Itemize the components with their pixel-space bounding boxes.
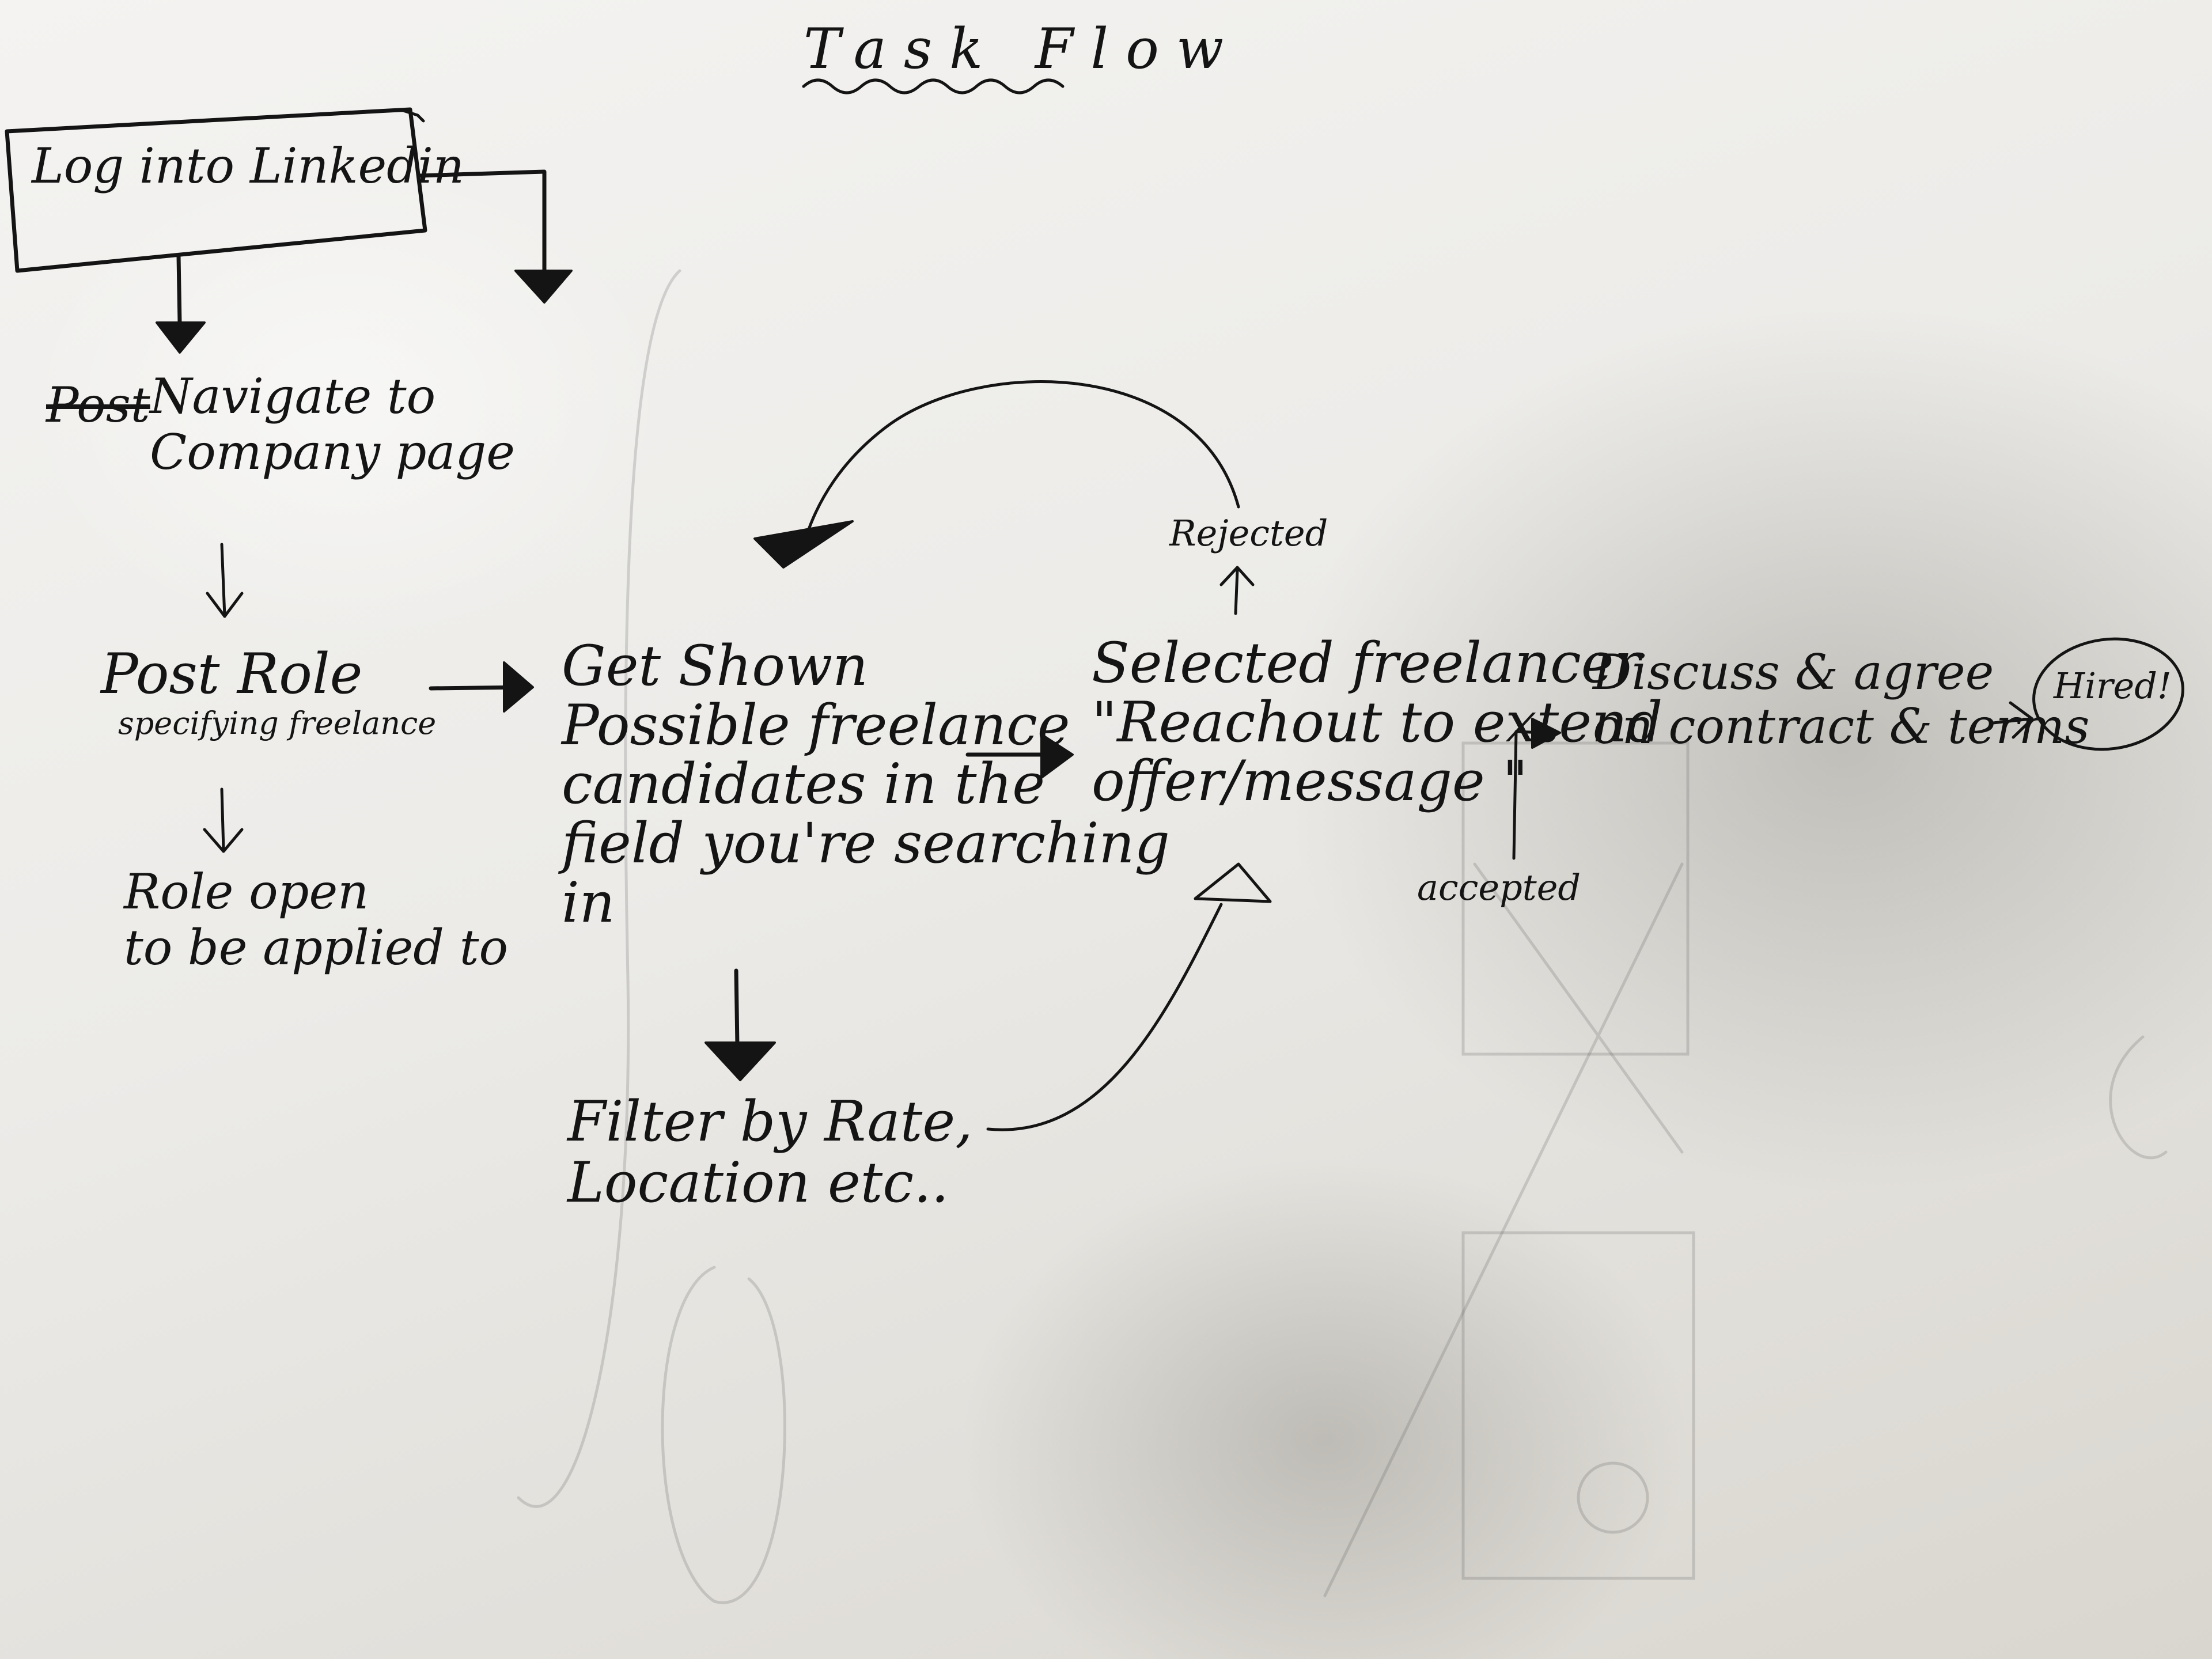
node-selected: Selected freelancer "Reachout to extend … [1092, 631, 1663, 814]
arrow-postrole-roleopen [220, 787, 225, 851]
edge-label-rejected: Rejected [1169, 512, 1328, 554]
arrow-login-navigate [176, 254, 182, 325]
arrow-getshown-filter [734, 968, 740, 1048]
arrow-navigate-postrole [220, 543, 226, 618]
diagram-title: Task Flow [804, 17, 1241, 81]
bleed-through-sketch [517, 269, 2168, 1604]
node-filter: Filter by Rate, Location etc.. [567, 1089, 973, 1215]
node-post-role-note: specifying freelance [118, 705, 437, 741]
title-underline [802, 78, 1065, 94]
arrow-selected-rejected [1234, 569, 1239, 615]
node-role-open: Role open to be applied to [124, 863, 509, 976]
hired-circle [2032, 637, 2184, 751]
arrow-login-branch [417, 169, 547, 273]
node-post-role: Post Role [101, 642, 363, 706]
node-login: Log into Linkedin [32, 138, 464, 194]
node-discuss: Discuss & agree on contract & terms [1593, 644, 2090, 755]
node-get-shown: Get Shown Possible freelance candidates … [562, 634, 1170, 935]
node-navigate-struck: Post [46, 377, 150, 433]
node-hired: Hired! [2054, 665, 2172, 707]
node-navigate: Navigate to Company page [150, 368, 515, 480]
arrow-rejected-loop [805, 380, 1240, 537]
edge-label-accepted: accepted [1417, 866, 1581, 908]
login-box [5, 107, 427, 273]
arrow-discuss-hired [1991, 717, 2032, 725]
arrow-filter-selected [986, 903, 1223, 1131]
